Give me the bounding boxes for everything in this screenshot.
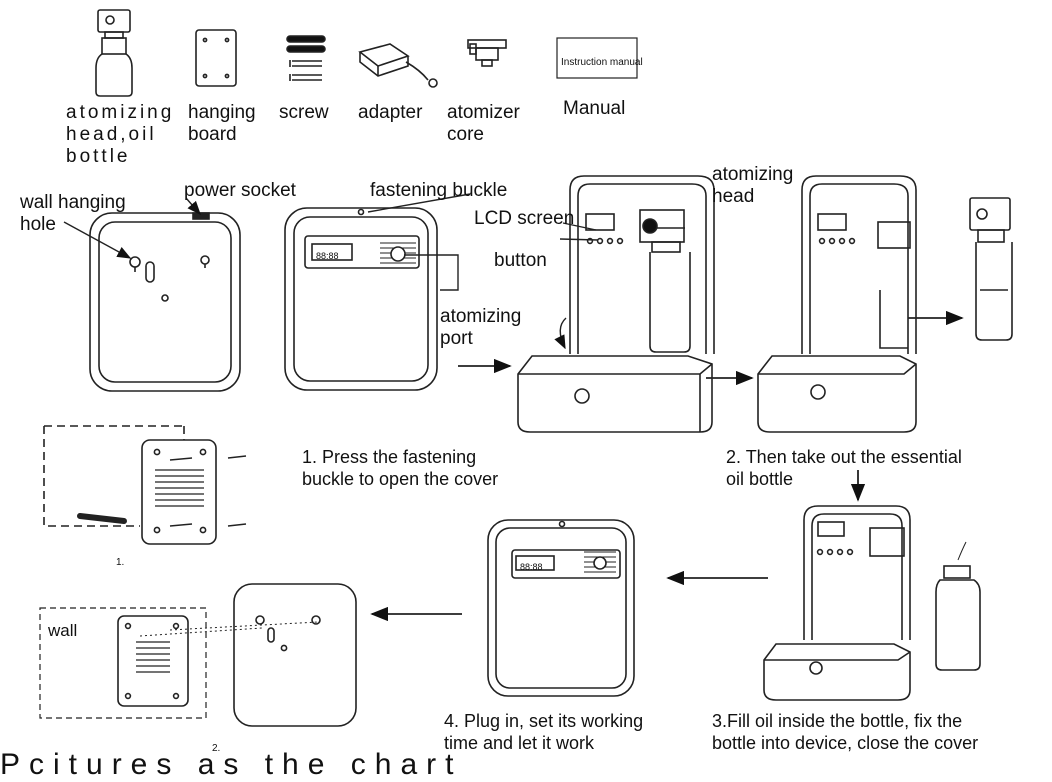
callout-wall-hanging-hole: wall hanging hole bbox=[20, 192, 126, 235]
atomizer-core-icon bbox=[467, 39, 507, 67]
screw-icon bbox=[286, 35, 326, 81]
manual-icon bbox=[556, 37, 638, 79]
atomizing-head-bottle-icon bbox=[95, 9, 133, 97]
callout-atomizing-head: atomizing head bbox=[712, 164, 794, 207]
bottom-caption-cut: Pcitures as the chart bbox=[0, 748, 463, 781]
figure-number-1: 1. bbox=[116, 557, 125, 568]
adapter-icon bbox=[358, 43, 438, 88]
device-front-view bbox=[284, 207, 438, 391]
step-3-text: 3.Fill oil inside the bottle, fix the bo… bbox=[712, 711, 979, 753]
figure-number-2: 2. bbox=[212, 743, 221, 754]
part-label-manual: Manual bbox=[563, 98, 626, 119]
lcd-display-step4: 88:88 bbox=[520, 562, 543, 572]
part-label-hanging-board: hanging board bbox=[188, 102, 256, 145]
callout-wall: wall bbox=[48, 621, 78, 640]
callout-lines bbox=[63, 193, 685, 350]
device-closed-step4 bbox=[487, 519, 635, 697]
hanging-board-icon bbox=[195, 29, 237, 87]
step-4-text: 4. Plug in, set its working time and let… bbox=[444, 711, 644, 753]
callout-power-socket: power socket bbox=[184, 180, 296, 201]
part-label-screw: screw bbox=[279, 102, 329, 123]
device-open-step2 bbox=[757, 175, 917, 433]
step-1-text: 1. Press the fastening buckle to open th… bbox=[302, 447, 499, 489]
wall-mount-figure-2 bbox=[39, 583, 357, 727]
device-back-view bbox=[89, 212, 241, 392]
part-label-atomizing-head: atomizing head,oil bottle bbox=[66, 102, 175, 167]
diagram-canvas bbox=[39, 9, 1013, 727]
flow-arrows bbox=[370, 310, 964, 622]
wall-mount-figure-1 bbox=[43, 425, 247, 545]
lcd-display-front: 88:88 bbox=[316, 251, 339, 261]
callout-fastening-buckle: fastening buckle bbox=[370, 180, 508, 201]
callout-atomizing-port: atomizing port bbox=[440, 306, 522, 349]
part-label-atomizer-core: atomizer core bbox=[447, 102, 520, 145]
part-label-adapter: adapter bbox=[358, 102, 423, 123]
device-open-step3 bbox=[763, 505, 981, 701]
step-2-text: 2. Then take out the essential oil bottl… bbox=[726, 447, 962, 489]
removed-bottle-icon bbox=[969, 197, 1013, 341]
callout-lcd-screen: LCD screen bbox=[474, 208, 575, 229]
manual-box-text: Instruction manual bbox=[561, 57, 643, 68]
callout-button: button bbox=[494, 250, 547, 271]
device-open-step1 bbox=[517, 175, 715, 433]
